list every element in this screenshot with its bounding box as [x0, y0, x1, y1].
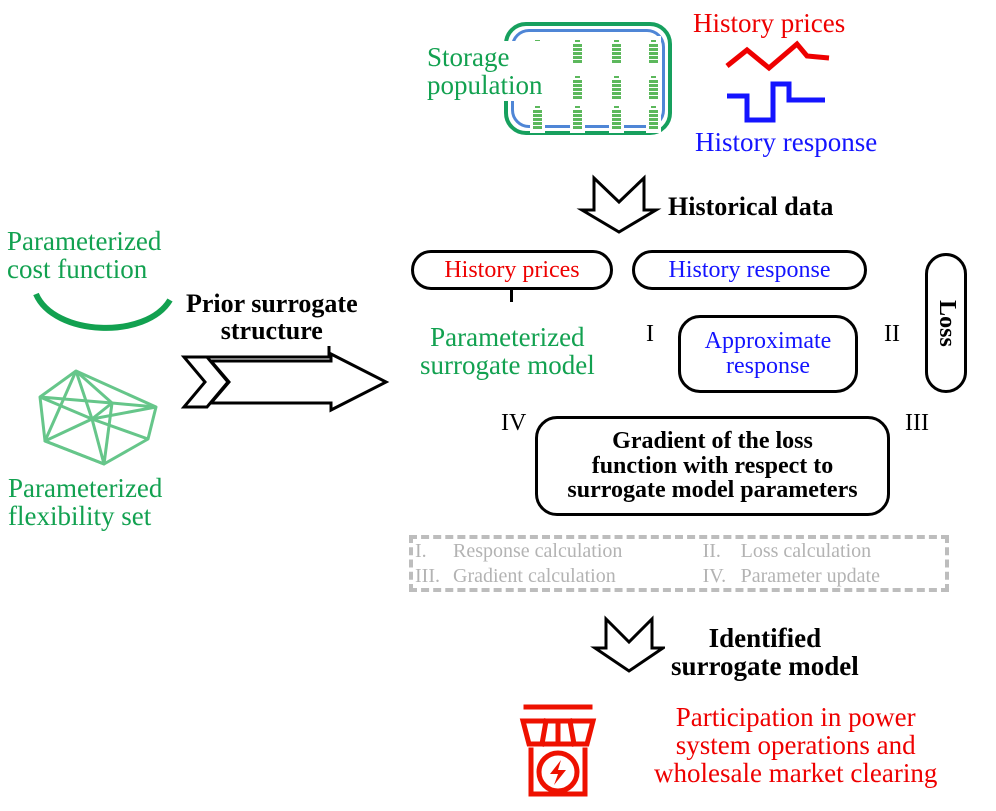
- legend-numeral: IV.: [702, 564, 727, 587]
- participation-line2: system operations and: [675, 730, 916, 761]
- battery-icon: [646, 72, 661, 103]
- convex-cost-curve-icon: [33, 292, 173, 331]
- parameterized-surrogate-model-label: Parameterized surrogate model: [414, 320, 601, 383]
- prior-surrogate-structure-arrow-icon: [180, 342, 390, 413]
- history-response-node-wrap: History response: [632, 250, 874, 297]
- battery-icon: [570, 72, 585, 103]
- cost-function-line1: Parameterized: [7, 226, 162, 256]
- legend-text: Gradient calculation: [453, 564, 616, 587]
- identified-line1: Identified: [708, 623, 822, 653]
- gradient-line1: Gradient of the loss: [612, 427, 813, 454]
- loss-node-wrap: Loss: [925, 253, 974, 400]
- history-prices-legend-label: History prices: [693, 8, 846, 38]
- identified-model-arrow-icon: [590, 615, 668, 673]
- history-prices-node-label: History prices: [444, 256, 580, 283]
- parameterized-flexibility-set-label: Parameterized flexibility set: [3, 471, 168, 534]
- battery-icon: [570, 36, 585, 67]
- surrogate-model-line1: Parameterized: [430, 322, 585, 352]
- legend-text: Loss calculation: [740, 540, 872, 563]
- history-response-curve-icon: [727, 81, 825, 123]
- polytope-flexibility-set-icon: [38, 369, 158, 466]
- legend-numeral: III.: [415, 564, 440, 587]
- gradient-line3: surrogate model parameters: [567, 477, 858, 504]
- storage-population-label-line1: Storage: [427, 42, 510, 72]
- iteration-legend: I. Response calculation II. Loss calcula…: [409, 535, 949, 592]
- storage-population-label-line2: population: [427, 70, 543, 101]
- identified-surrogate-model-label: Identified surrogate model: [665, 622, 865, 683]
- battery-icon: [646, 102, 661, 133]
- flexibility-line1: Parameterized: [8, 473, 163, 503]
- identified-line2: surrogate model: [671, 651, 859, 682]
- gradient-line2: function with respect to: [591, 452, 834, 479]
- approximate-response-line1: Approximate: [704, 328, 832, 355]
- battery-icon: [646, 36, 661, 67]
- approximate-response-node-wrap: Approximate response: [678, 315, 865, 400]
- power-market-store-icon: [519, 704, 597, 797]
- step-marker-III: III: [902, 411, 932, 436]
- historical-data-arrow-icon: [576, 174, 662, 234]
- legend-numeral: I.: [415, 540, 427, 563]
- battery-icon: [609, 72, 624, 103]
- gradient-node: Gradient of the loss function with respe…: [535, 416, 890, 516]
- arrow-label-line1: Prior surrogate: [186, 289, 358, 318]
- flexibility-line2: flexibility set: [8, 501, 152, 532]
- gradient-node-wrap: Gradient of the loss function with respe…: [535, 416, 897, 523]
- participation-line3: wholesale market clearing: [654, 758, 938, 789]
- legend-text: Parameter update: [740, 564, 880, 587]
- storage-population-label: Storage population: [423, 41, 547, 102]
- arrow-label-line2: structure: [220, 316, 323, 346]
- history-prices-node-wrap: History prices: [411, 250, 620, 297]
- historical-data-label: Historical data: [664, 192, 838, 222]
- legend-row: III. Gradient calculation IV. Parameter …: [413, 564, 945, 589]
- participation-label: Participation in power system operations…: [654, 703, 937, 787]
- step-marker-I: I: [643, 322, 657, 347]
- prior-surrogate-structure-label: Prior surrogate structure: [181, 288, 363, 347]
- battery-icon: [530, 102, 545, 133]
- legend-row: I. Response calculation II. Loss calcula…: [413, 539, 945, 564]
- approximate-response-line2: response: [726, 353, 810, 379]
- history-prices-connector: [510, 289, 513, 302]
- legend-text: Response calculation: [453, 540, 623, 563]
- parameterized-cost-function-label: Parameterized cost function: [2, 224, 167, 287]
- history-prices-curve-icon: [725, 40, 830, 72]
- history-prices-node: History prices: [411, 250, 613, 290]
- battery-icon: [570, 102, 585, 133]
- loss-node-label: Loss: [933, 299, 960, 347]
- loss-node: Loss: [925, 253, 967, 393]
- history-response-legend-label: History response: [692, 127, 881, 158]
- approximate-response-node: Approximate response: [678, 315, 858, 393]
- step-marker-IV: IV: [498, 411, 530, 436]
- cost-function-line2: cost function: [7, 254, 148, 285]
- battery-icon: [609, 36, 624, 67]
- participation-line1: Participation in power: [675, 702, 916, 732]
- surrogate-model-line2: surrogate model: [420, 350, 595, 381]
- legend-numeral: II.: [702, 540, 721, 563]
- history-response-node: History response: [632, 250, 867, 290]
- battery-icon: [609, 102, 624, 133]
- history-response-node-label: History response: [668, 256, 831, 283]
- step-marker-II: II: [881, 322, 903, 347]
